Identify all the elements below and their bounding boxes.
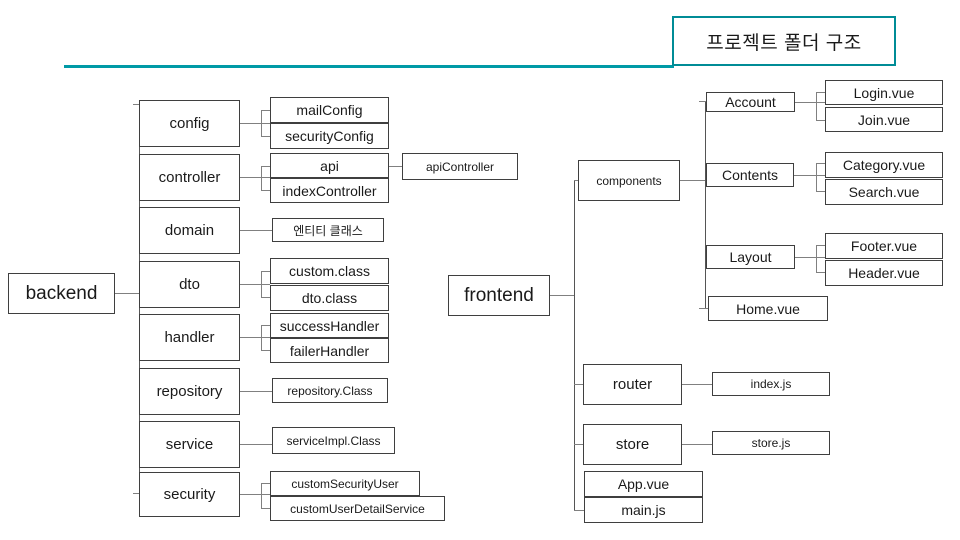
node-mailconfig[interactable]: mailConfig: [270, 97, 389, 123]
connector-contents-fork: [816, 163, 817, 191]
connector-dto-to-customclass: [261, 271, 271, 272]
connector-controller-fork: [261, 166, 262, 190]
node-frontend[interactable]: frontend: [448, 275, 550, 316]
connector-config-to-mailconfig: [261, 110, 271, 111]
node-custom-class[interactable]: custom.class: [270, 258, 389, 284]
connector-backend-to-config: [133, 104, 141, 105]
node-entity-class[interactable]: 엔티티 클래스: [272, 218, 384, 242]
node-domain[interactable]: domain: [139, 207, 240, 254]
page-title: 프로젝트 폴더 구조: [706, 32, 862, 54]
connector-repository-stub: [240, 391, 273, 392]
node-contents[interactable]: Contents: [706, 163, 794, 187]
connector-controller-to-api: [261, 166, 271, 167]
connector-service-stub: [240, 444, 273, 445]
connector-frontend-to-mainjs: [574, 510, 584, 511]
node-home-vue[interactable]: Home.vue: [708, 296, 828, 321]
node-app-vue[interactable]: App.vue: [584, 471, 703, 497]
node-category-vue[interactable]: Category.vue: [825, 152, 943, 178]
node-router[interactable]: router: [583, 364, 682, 405]
node-failerhandler[interactable]: failerHandler: [270, 338, 389, 363]
title-box: 프로젝트 폴더 구조: [672, 16, 896, 66]
connector-account-stub: [795, 102, 825, 103]
connector-backend-to-security: [133, 493, 141, 494]
node-customsecurityuser[interactable]: customSecurityUser: [270, 471, 420, 496]
node-components[interactable]: components: [578, 160, 680, 201]
node-store[interactable]: store: [583, 424, 682, 465]
node-successhandler[interactable]: successHandler: [270, 313, 389, 338]
connector-account-fork: [816, 92, 817, 120]
connector-frontend-to-components: [574, 180, 580, 181]
node-login-vue[interactable]: Login.vue: [825, 80, 943, 105]
node-customuserdetailservice[interactable]: customUserDetailService: [270, 496, 445, 521]
connector-security-to-customuserdetailservice: [261, 508, 271, 509]
connector-layout-to-footervue: [816, 245, 826, 246]
node-dto-class[interactable]: dto.class: [270, 285, 389, 311]
node-handler[interactable]: handler: [139, 314, 240, 361]
connector-handler-fork: [261, 325, 262, 350]
connector-handler-to-successhandler: [261, 325, 271, 326]
node-controller[interactable]: controller: [139, 154, 240, 201]
connector-controller-stub: [240, 177, 270, 178]
node-serviceimpl-class[interactable]: serviceImpl.Class: [272, 427, 395, 454]
connector-layout-to-headervue: [816, 272, 826, 273]
connector-handler-to-failerhandler: [261, 350, 271, 351]
connector-contents-stub: [794, 175, 825, 176]
connector-security-to-customsecurityuser: [261, 483, 271, 484]
connector-frontend-to-store: [574, 444, 584, 445]
node-service[interactable]: service: [139, 421, 240, 468]
connector-account-to-joinvue: [816, 120, 826, 121]
connector-components-to-homevue: [699, 308, 709, 309]
node-api[interactable]: api: [270, 153, 389, 178]
connector-account-to-loginvue: [816, 92, 826, 93]
node-dto[interactable]: dto: [139, 261, 240, 308]
title-underline-rule: [64, 65, 674, 68]
node-config[interactable]: config: [139, 100, 240, 147]
node-footer-vue[interactable]: Footer.vue: [825, 233, 943, 259]
node-header-vue[interactable]: Header.vue: [825, 260, 943, 286]
connector-backend-stub: [115, 293, 140, 294]
node-layout[interactable]: Layout: [706, 245, 795, 269]
connector-contents-to-categoryvue: [816, 163, 826, 164]
connector-controller-to-indexcontroller: [261, 190, 271, 191]
connector-config-to-securityconfig: [261, 136, 271, 137]
connector-config-fork: [261, 110, 262, 136]
node-backend[interactable]: backend: [8, 273, 115, 314]
connector-dto-stub: [240, 284, 270, 285]
node-main-js[interactable]: main.js: [584, 497, 703, 523]
node-index-js[interactable]: index.js: [712, 372, 830, 396]
connector-components-trunk: [705, 101, 706, 308]
connector-router-stub: [682, 384, 713, 385]
connector-layout-fork: [816, 245, 817, 272]
connector-contents-to-searchvue: [816, 191, 826, 192]
connector-domain-stub: [240, 230, 273, 231]
node-indexcontroller[interactable]: indexController: [270, 178, 389, 203]
node-join-vue[interactable]: Join.vue: [825, 107, 943, 132]
node-repository-class[interactable]: repository.Class: [272, 378, 388, 403]
node-store-js[interactable]: store.js: [712, 431, 830, 455]
node-apicontroller[interactable]: apiController: [402, 153, 518, 180]
connector-dto-fork: [261, 271, 262, 297]
node-security[interactable]: security: [139, 472, 240, 517]
connector-components-to-account: [699, 101, 707, 102]
connector-security-fork: [261, 483, 262, 508]
connector-security-stub: [240, 494, 270, 495]
connector-frontend-trunk: [574, 180, 575, 511]
connector-handler-stub: [240, 337, 270, 338]
node-account[interactable]: Account: [706, 92, 795, 112]
connector-config-stub: [240, 123, 270, 124]
connector-components-stub: [680, 180, 706, 181]
node-search-vue[interactable]: Search.vue: [825, 179, 943, 205]
node-securityconfig[interactable]: securityConfig: [270, 123, 389, 149]
connector-dto-to-dtoclass: [261, 297, 271, 298]
node-repository[interactable]: repository: [139, 368, 240, 415]
connector-layout-stub: [795, 257, 825, 258]
connector-frontend-to-router: [574, 384, 584, 385]
connector-store-stub: [682, 444, 713, 445]
connector-api-to-apicontroller: [389, 166, 403, 167]
connector-frontend-stub: [550, 295, 574, 296]
